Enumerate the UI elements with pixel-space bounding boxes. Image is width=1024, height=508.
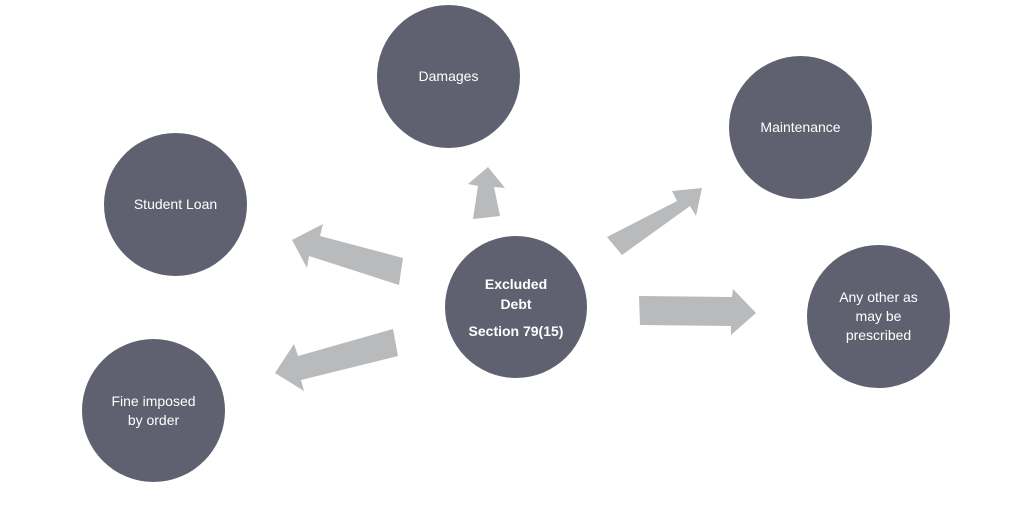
- arrow-to-other: [639, 289, 756, 335]
- student-loan-label: Student Loan: [133, 196, 218, 212]
- fine-label-line-1: Fine imposed: [111, 392, 196, 409]
- arrow-to-maintenance: [607, 188, 702, 255]
- student-loan-node: Student Loan: [104, 133, 247, 276]
- fine-label-line-2: by order: [127, 411, 180, 428]
- any-other-label-line-3: prescribed: [845, 327, 912, 343]
- damages-node: Damages: [377, 5, 520, 148]
- any-other-node: Any other as may be prescribed: [807, 245, 950, 388]
- damages-label: Damages: [418, 68, 479, 84]
- maintenance-label: Maintenance: [760, 119, 841, 135]
- arrow-to-student-loan: [292, 224, 403, 285]
- any-other-label-line-2: may be: [855, 308, 902, 324]
- excluded-debt-center-node: Excluded Debt Section 79(15): [445, 236, 587, 378]
- arrow-to-damages: [468, 167, 505, 219]
- maintenance-node: Maintenance: [729, 56, 872, 199]
- center-label-line-2: Debt: [500, 295, 532, 312]
- center-label-line-3: Section 79(15): [468, 322, 564, 339]
- arrow-to-fine: [275, 329, 398, 391]
- fine-node: Fine imposed by order: [82, 339, 225, 482]
- any-other-label-line-1: Any other as: [839, 289, 918, 305]
- center-label-line-1: Excluded: [484, 275, 548, 292]
